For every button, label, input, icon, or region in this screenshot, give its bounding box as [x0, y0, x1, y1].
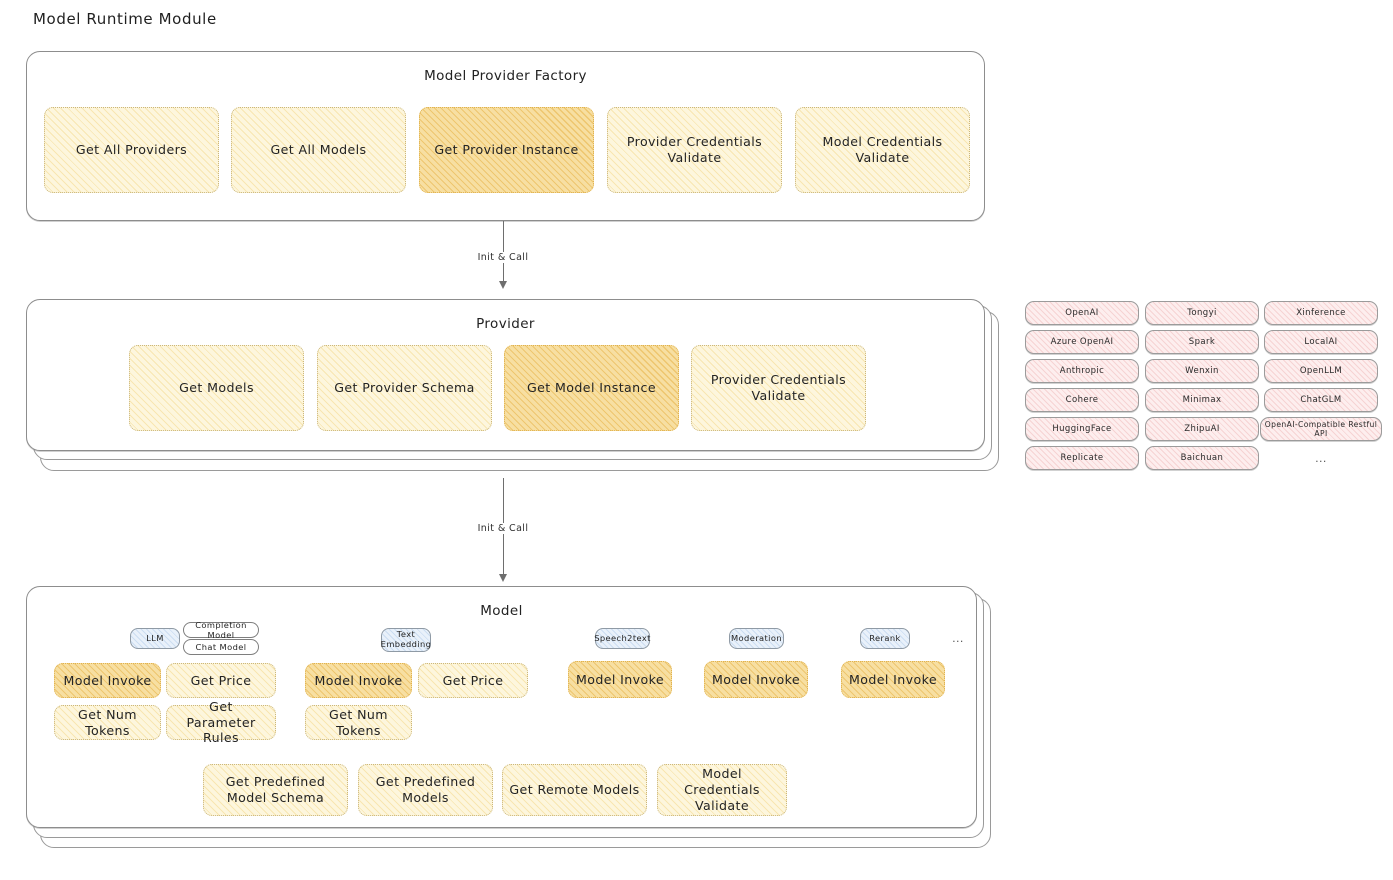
llm-method-get-num-tokens[interactable]: Get Num Tokens [54, 705, 161, 740]
factory-node-provider-credentials-validate[interactable]: Provider Credentials Validate [607, 107, 782, 193]
provider-pill-spark[interactable]: Spark [1145, 330, 1259, 354]
factory-title: Model Provider Factory [424, 68, 587, 84]
provider-node-provider-credentials-validate[interactable]: Provider Credentials Validate [691, 345, 866, 431]
provider-pill-anthropic[interactable]: Anthropic [1025, 359, 1139, 383]
model-subtype-chat-model[interactable]: Chat Model [183, 639, 259, 655]
model-type-pill-moderation[interactable]: Moderation [729, 628, 784, 649]
provider-pill-openllm[interactable]: OpenLLM [1264, 359, 1378, 383]
provider-pill-minimax[interactable]: Minimax [1145, 388, 1259, 412]
provider-node-get-models[interactable]: Get Models [129, 345, 304, 431]
text-embedding-method-get-num-tokens[interactable]: Get Num Tokens [305, 705, 412, 740]
provider-pill-chatglm[interactable]: ChatGLM [1264, 388, 1378, 412]
provider-pill-openai[interactable]: OpenAI [1025, 301, 1139, 325]
rerank-method-model-invoke[interactable]: Model Invoke [841, 661, 945, 698]
provider-node-get-model-instance[interactable]: Get Model Instance [504, 345, 679, 431]
llm-method-model-invoke[interactable]: Model Invoke [54, 663, 161, 698]
arrow-provider-to-model-head [498, 574, 507, 582]
factory-node-get-all-providers[interactable]: Get All Providers [44, 107, 219, 193]
provider-pill-openai-compatible-restful-api[interactable]: OpenAI-Compatible Restful API [1260, 417, 1382, 441]
llm-method-get-parameter-rules[interactable]: Get Parameter Rules [166, 699, 276, 745]
provider-pill-zhipuai[interactable]: ZhipuAI [1145, 417, 1259, 441]
provider-list-more-ellipsis: ... [1315, 451, 1327, 465]
model-type-pill-llm[interactable]: LLM [130, 628, 180, 649]
model-shared-model-credentials-validate[interactable]: Model Credentials Validate [657, 764, 787, 816]
model-type-pill-rerank[interactable]: Rerank [860, 628, 910, 649]
provider-pill-xinference[interactable]: Xinference [1264, 301, 1378, 325]
arrow-factory-to-provider-label: Init & Call [463, 252, 543, 263]
provider-title: Provider [476, 316, 535, 332]
provider-pill-huggingface[interactable]: HuggingFace [1025, 417, 1139, 441]
model-types-more-ellipsis: ... [952, 632, 964, 645]
text-embedding-method-model-invoke[interactable]: Model Invoke [305, 663, 412, 698]
model-subtype-completion-model[interactable]: Completion Model [183, 620, 259, 640]
factory-node-get-all-models[interactable]: Get All Models [231, 107, 406, 193]
model-shared-get-predefined-model-schema[interactable]: Get Predefined Model Schema [203, 764, 348, 816]
arrow-factory-to-provider-head [498, 281, 507, 289]
provider-pill-wenxin[interactable]: Wenxin [1145, 359, 1259, 383]
llm-method-get-price[interactable]: Get Price [166, 663, 276, 698]
model-shared-get-remote-models[interactable]: Get Remote Models [502, 764, 647, 816]
provider-pill-localai[interactable]: LocalAI [1264, 330, 1378, 354]
provider-pill-azure-openai[interactable]: Azure OpenAI [1025, 330, 1139, 354]
model-type-pill-speech2text[interactable]: Speech2text [594, 628, 650, 649]
factory-node-model-credentials-validate[interactable]: Model Credentials Validate [795, 107, 970, 193]
provider-pill-tongyi[interactable]: Tongyi [1145, 301, 1259, 325]
arrow-provider-to-model-label: Init & Call [463, 523, 543, 534]
model-title: Model [480, 603, 523, 619]
model-type-pill-text-embedding[interactable]: Text Embedding [381, 628, 431, 652]
moderation-method-model-invoke[interactable]: Model Invoke [704, 661, 808, 698]
provider-pill-baichuan[interactable]: Baichuan [1145, 446, 1259, 470]
provider-pill-replicate[interactable]: Replicate [1025, 446, 1139, 470]
model-shared-get-predefined-models[interactable]: Get Predefined Models [358, 764, 493, 816]
speech2text-method-model-invoke[interactable]: Model Invoke [568, 661, 672, 698]
text-embedding-method-get-price[interactable]: Get Price [418, 663, 528, 698]
factory-node-get-provider-instance[interactable]: Get Provider Instance [419, 107, 594, 193]
page-title: Model Runtime Module [33, 10, 217, 28]
provider-pill-cohere[interactable]: Cohere [1025, 388, 1139, 412]
provider-node-get-provider-schema[interactable]: Get Provider Schema [317, 345, 492, 431]
